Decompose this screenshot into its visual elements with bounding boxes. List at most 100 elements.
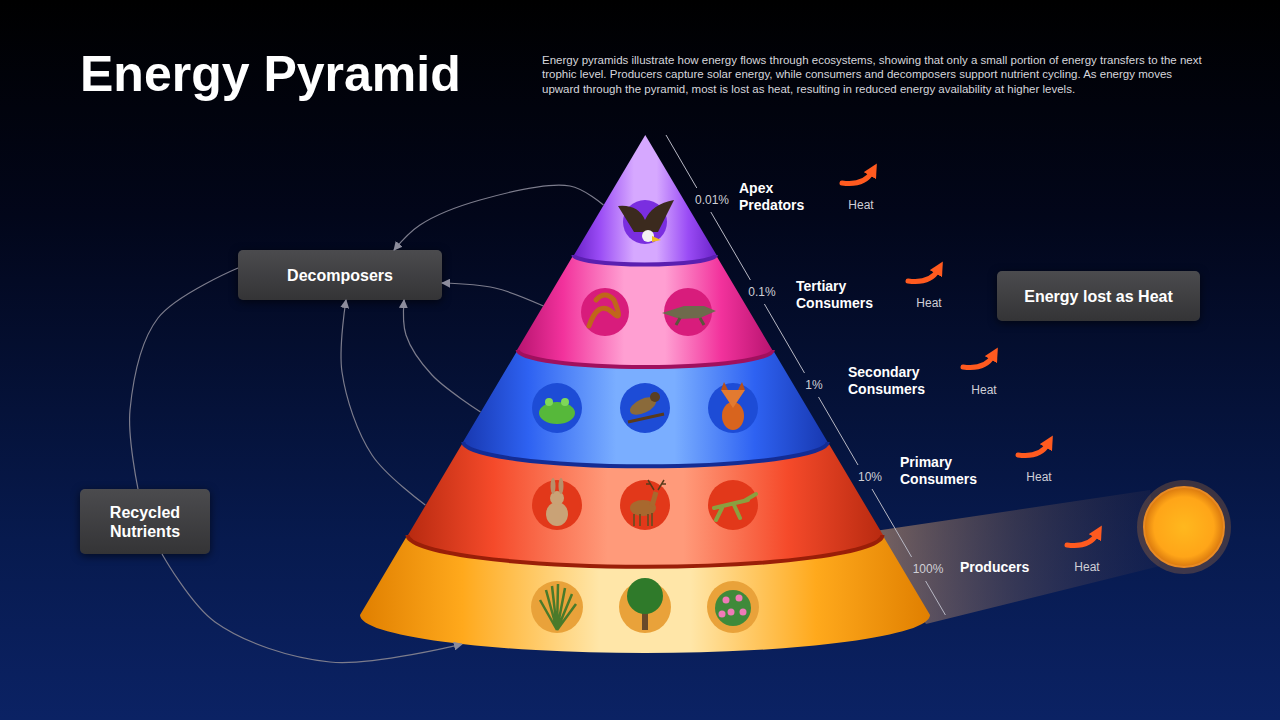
- heat-arrow: [842, 172, 872, 184]
- frog-eye: [545, 398, 553, 406]
- heat-arrow: [908, 270, 938, 282]
- heat-arrows: [842, 172, 1097, 546]
- frog-icon: [539, 402, 575, 424]
- sun-glow: [1137, 480, 1231, 574]
- rabbit-ear: [551, 478, 556, 494]
- eagle-head: [642, 230, 654, 242]
- trophic-band: Apex Predators: [574, 135, 717, 265]
- level-label: Tertiary Consumers: [796, 278, 896, 312]
- band-rim: [408, 535, 883, 567]
- bird-head: [650, 392, 660, 402]
- level-label: Producers: [960, 559, 1080, 576]
- flow-connector: [394, 185, 603, 250]
- heat-label: Heat: [999, 469, 1079, 485]
- band-shape: [463, 350, 828, 466]
- page-title: Energy Pyramid: [80, 44, 461, 104]
- trophic-band: Secondary Consumers: [463, 350, 828, 466]
- icon-disc: [531, 581, 583, 633]
- band-fill: [408, 442, 883, 567]
- flower: [723, 597, 730, 604]
- icon-disc: [707, 581, 759, 633]
- heat-arrow: [1018, 444, 1048, 456]
- fox-icon: [722, 402, 744, 430]
- band-fill: [463, 350, 828, 466]
- caption-text: Energy pyramids illustrate how energy fl…: [542, 53, 1207, 96]
- grasshopper-icon: [714, 494, 756, 520]
- heat-label: Heat: [944, 382, 1024, 398]
- flower: [736, 595, 743, 602]
- band-rim: [463, 442, 828, 466]
- rabbit-head: [550, 491, 564, 505]
- level-label: Secondary Consumers: [848, 364, 948, 398]
- icon-disc: [623, 200, 667, 244]
- frog-eye: [561, 398, 569, 406]
- fox-head: [721, 390, 745, 408]
- sun: [1144, 487, 1224, 567]
- flower: [728, 609, 735, 616]
- leader-segment: [819, 397, 859, 465]
- flow-connector: [162, 554, 462, 663]
- deer-antlers: [646, 480, 666, 490]
- leader-segment: [764, 304, 804, 373]
- icon-disc: [532, 383, 582, 433]
- leader-segment: [872, 489, 912, 557]
- band-rim: [517, 350, 772, 367]
- flow-connector: [341, 300, 425, 505]
- icon-disc: [619, 581, 671, 633]
- bird-icon: [627, 394, 658, 419]
- band-fill: [517, 255, 772, 367]
- label-box: Decomposers: [238, 250, 442, 300]
- icon-disc: [620, 383, 670, 433]
- band-fill: [360, 535, 930, 653]
- tree-icon: [627, 578, 663, 614]
- band-shape: [360, 535, 930, 653]
- heat-label: Heat: [889, 295, 969, 311]
- flow-connector: [130, 268, 238, 489]
- flower: [740, 609, 747, 616]
- leader-line: [666, 135, 945, 615]
- eagle-icon: [618, 200, 674, 232]
- deer-icon: [630, 500, 656, 516]
- tree-trunk: [642, 604, 648, 630]
- flower: [719, 611, 726, 618]
- icon-disc: [708, 480, 758, 530]
- leader-segment: [711, 212, 751, 280]
- bush-icon: [715, 590, 751, 626]
- heat-arrow: [1067, 534, 1097, 546]
- flow-connector: [442, 283, 543, 306]
- icon-disc: [620, 480, 670, 530]
- leader-segment: [926, 581, 946, 615]
- trophic-band: Producers: [360, 535, 930, 653]
- deer-neck: [652, 492, 656, 506]
- crocodile-legs: [676, 318, 704, 325]
- rabbit-icon: [546, 502, 568, 526]
- snake-icon: [589, 295, 619, 326]
- crocodile-icon: [662, 306, 716, 319]
- icon-disc: [708, 383, 758, 433]
- band-shape: [408, 442, 883, 567]
- label-box: Energy lost as Heat: [997, 271, 1200, 321]
- grass-icon: [540, 584, 576, 630]
- icon-disc: [532, 480, 582, 530]
- band-shape: [574, 135, 717, 265]
- box-label: Recycled Nutrients: [90, 503, 200, 541]
- fox-ear: [721, 382, 728, 390]
- band-shape: [517, 255, 772, 367]
- level-label: Apex Predators: [739, 180, 819, 214]
- fox-ear: [738, 382, 745, 390]
- band-fill: [574, 135, 717, 265]
- heat-label: Heat: [1047, 559, 1127, 575]
- box-label: Decomposers: [287, 266, 393, 285]
- eagle-beak: [652, 236, 661, 242]
- branch: [628, 414, 664, 422]
- heat-arrow: [963, 356, 993, 368]
- icon-disc: [664, 288, 712, 336]
- trophic-band: Tertiary Consumers: [517, 255, 772, 367]
- flow-connector: [404, 300, 481, 412]
- band-rim: [574, 255, 717, 265]
- label-box: Recycled Nutrients: [80, 489, 210, 554]
- leader-segment: [666, 135, 697, 188]
- deer-legs: [634, 513, 652, 526]
- heat-label: Heat: [821, 197, 901, 213]
- icon-disc: [581, 288, 629, 336]
